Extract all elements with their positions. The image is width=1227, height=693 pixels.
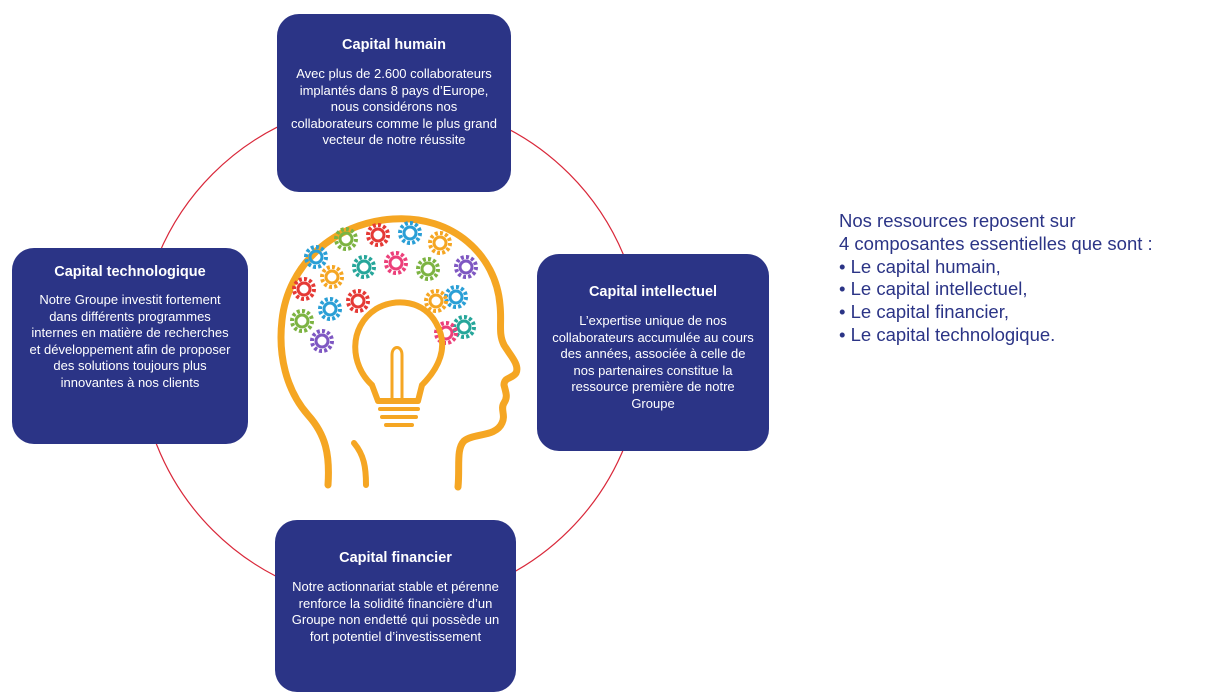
capital-intellectuel-card: Capital intellectuel L’expertise unique … — [537, 254, 769, 451]
summary-intro-line: 4 composantes essentielles que sont : — [839, 232, 1153, 254]
card-body: Notre actionnariat stable et pérenne ren… — [291, 579, 500, 644]
resources-summary: Nos ressources reposent sur 4 composante… — [839, 210, 1227, 347]
card-title: Capital intellectuel — [588, 284, 718, 300]
capital-financier-card: Capital financier Notre actionnariat sta… — [275, 520, 516, 692]
card-title: Capital humain — [342, 37, 446, 53]
card-body: L’expertise unique de nos collaborateurs… — [552, 313, 754, 411]
card-title: Capital financier — [339, 550, 452, 566]
summary-list-item: • Le capital technologique. — [839, 323, 1056, 345]
summary-intro-line: Nos ressources reposent sur — [839, 210, 1076, 231]
summary-list-item: • Le capital financier, — [839, 301, 1009, 323]
capital-humain-card: Capital humain Avec plus de 2.600 collab… — [277, 14, 511, 192]
card-body: Avec plus de 2.600 collaborateurs implan… — [291, 66, 497, 147]
card-body: Notre Groupe investit fortement dans dif… — [29, 292, 231, 390]
capital-technologique-card: Capital technologique Notre Groupe inves… — [12, 248, 248, 444]
card-title: Capital technologique — [54, 264, 206, 280]
summary-list-item: • Le capital humain, — [839, 255, 1001, 277]
head-with-gears-and-lightbulb-icon — [277, 215, 521, 491]
summary-list-item: • Le capital intellectuel, — [839, 278, 1028, 300]
